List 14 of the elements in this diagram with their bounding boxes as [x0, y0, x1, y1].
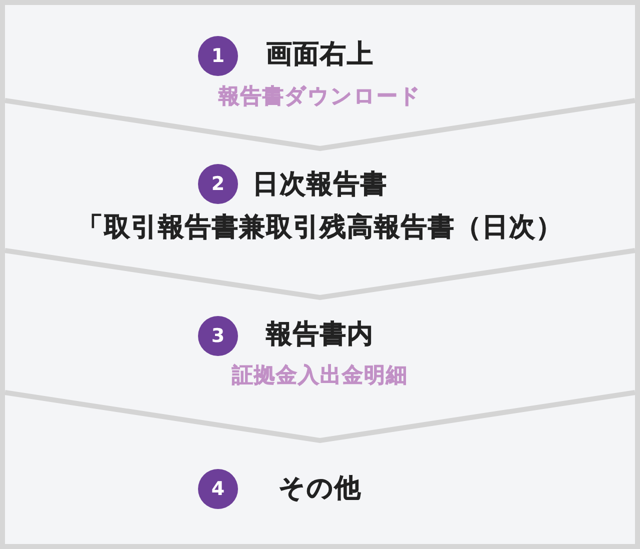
- step-heading: 日次報告書: [252, 171, 388, 199]
- step-heading: 画面右上: [266, 41, 374, 69]
- step-number-badge: 1: [198, 36, 238, 76]
- step-subtitle: 報告書ダウンロード: [218, 84, 422, 108]
- step-number-badge: 2: [198, 164, 238, 204]
- step-number-badge: 4: [198, 469, 238, 509]
- report-name: 「取引報告書兼取引残高報告書（日次）: [77, 214, 563, 242]
- chevron-divider: [4, 248, 636, 300]
- step-heading: 報告書内: [266, 321, 374, 349]
- step-subtitle: 証拠金入出金明細: [232, 364, 408, 386]
- chevron-divider: [4, 390, 636, 444]
- chevron-divider: [4, 98, 636, 152]
- step-heading: その他: [278, 475, 362, 503]
- step-number-badge: 3: [198, 316, 238, 356]
